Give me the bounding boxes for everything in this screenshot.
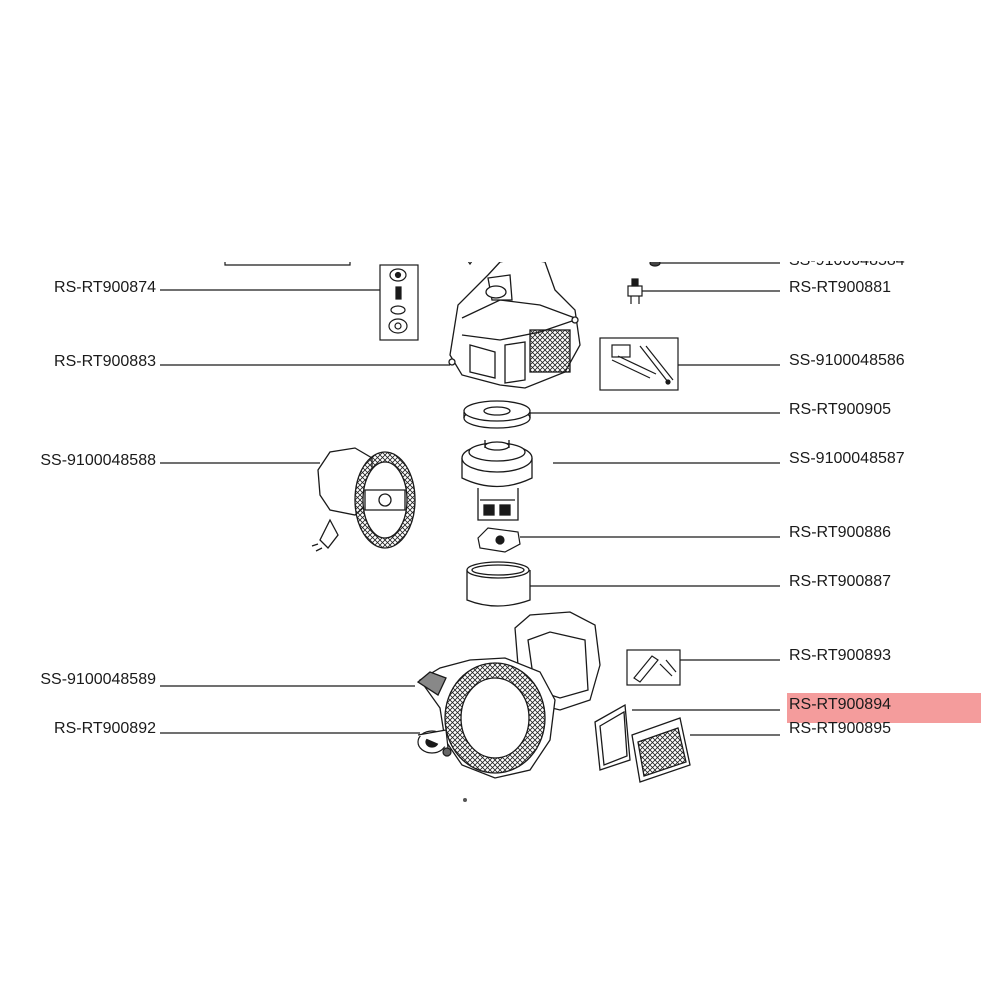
label-rs-rt900887: RS-RT900887 [789,573,891,590]
label-ss-9100048584: SS-9100048584 [789,261,905,270]
wire-kit-drawing [599,337,679,391]
label-ss-9100048586: SS-9100048586 [789,352,905,369]
label-rs-rt900883: RS-RT900883 [54,353,156,370]
spring-kit-drawing [626,649,681,686]
motor-drawing [461,440,533,521]
label-rs-rt900886: RS-RT900886 [789,524,891,541]
filter-pad-drawing [594,703,631,771]
highlight-box [787,693,981,723]
motor-seal-drawing [463,400,531,429]
label-ss-9100048588: SS-9100048588 [40,452,156,469]
label-rs-rt900895: RS-RT900895 [789,720,891,737]
label-ss-9100048587: SS-9100048587 [789,450,905,467]
label-ss-9100048589: SS-9100048589 [40,671,156,688]
label-rs-rt900894: RS-RT900894 [789,696,891,713]
exhaust-grille-drawing [631,717,691,783]
top-clip-mask [0,248,1000,262]
motor-bracket-drawing [477,527,521,553]
switch-drawing [627,278,643,304]
base-chassis-drawing [416,611,601,779]
bolt-set-drawing [379,264,419,341]
cord-reel-drawing [311,447,416,552]
label-rs-rt900893: RS-RT900893 [789,647,891,664]
motor-housing-drawing [448,257,581,389]
motor-sleeve-drawing [466,561,531,607]
wheel-drawing [417,729,452,757]
label-rs-rt900905: RS-RT900905 [789,401,891,418]
label-rs-rt900892: RS-RT900892 [54,720,156,737]
label-rs-rt900874: RS-RT900874 [54,279,156,296]
leader-lines [160,262,780,736]
label-rs-rt900881: RS-RT900881 [789,279,891,296]
